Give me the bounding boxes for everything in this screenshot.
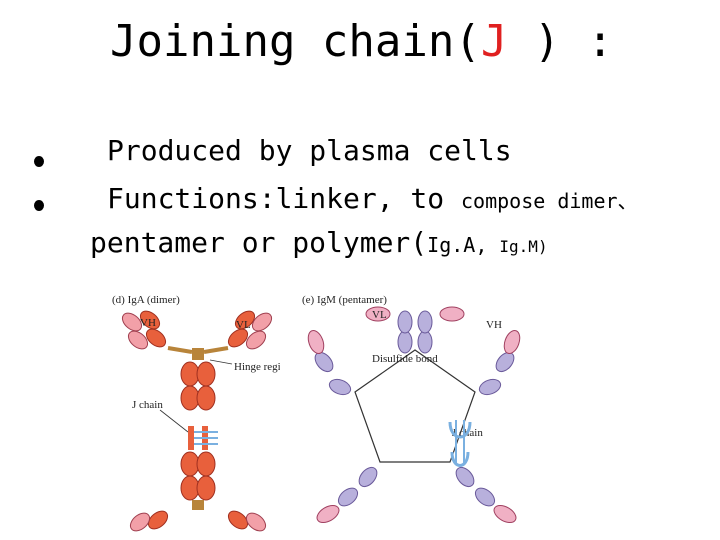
igm-disulfide-label: Disulfide bond bbox=[372, 353, 438, 365]
bullet-2-text-small: compose dimer、 bbox=[461, 189, 638, 213]
iga-hinge-label: Hinge region bbox=[234, 361, 280, 373]
igm-monomers bbox=[307, 306, 521, 524]
bullet-2-keyword: Functions bbox=[107, 182, 259, 215]
iga-caption: (d) IgA (dimer) bbox=[112, 294, 180, 306]
bullet-2-text: :linker, to bbox=[258, 182, 462, 215]
title-j-letter: J bbox=[480, 16, 508, 67]
igm-caption: (e) IgM (pentamer) bbox=[302, 294, 387, 306]
bullet-2-continuation: pentamer or polymer(Ig.A, Ig.M) bbox=[90, 226, 548, 259]
iga-lower-monomer bbox=[129, 451, 267, 532]
bullet-1-text: by plasma cells bbox=[241, 134, 512, 167]
iga-upper-monomer: VH VL bbox=[121, 310, 273, 411]
bullet-1-keyword: Produced bbox=[107, 134, 242, 167]
igm-vh-label: VH bbox=[486, 319, 502, 331]
bullet-1: Produced by plasma cells bbox=[107, 134, 512, 167]
igm-disulfide-ring bbox=[354, 349, 476, 463]
iga-jchain-label: J chain bbox=[132, 399, 163, 411]
continuation-iga: Ig.A, bbox=[427, 233, 500, 257]
iga-dimer-diagram: (d) IgA (dimer) VH VL Hinge region J cha… bbox=[112, 294, 280, 532]
igm-vl-label: VL bbox=[372, 309, 387, 321]
igm-pentamer-diagram: (e) IgM (pentamer) Disulfide bond J chai… bbox=[302, 294, 521, 524]
continuation-text: pentamer or polymer( bbox=[90, 226, 428, 259]
bullet-2: Functions:linker, to compose dimer、 bbox=[107, 182, 638, 215]
iga-jchain bbox=[188, 426, 218, 450]
slide-title: Joining chain(J ) : bbox=[110, 16, 613, 67]
iga-vh-label: VH bbox=[140, 317, 156, 329]
bullet-dot-1 bbox=[34, 156, 44, 167]
bullet-dot-2 bbox=[34, 200, 44, 211]
igm-jchain bbox=[448, 420, 472, 467]
title-prefix: Joining chain( bbox=[110, 16, 481, 67]
continuation-igm: Ig.M) bbox=[499, 237, 548, 256]
title-suffix: ) : bbox=[507, 16, 614, 67]
iga-vl-label: VL bbox=[236, 319, 251, 331]
